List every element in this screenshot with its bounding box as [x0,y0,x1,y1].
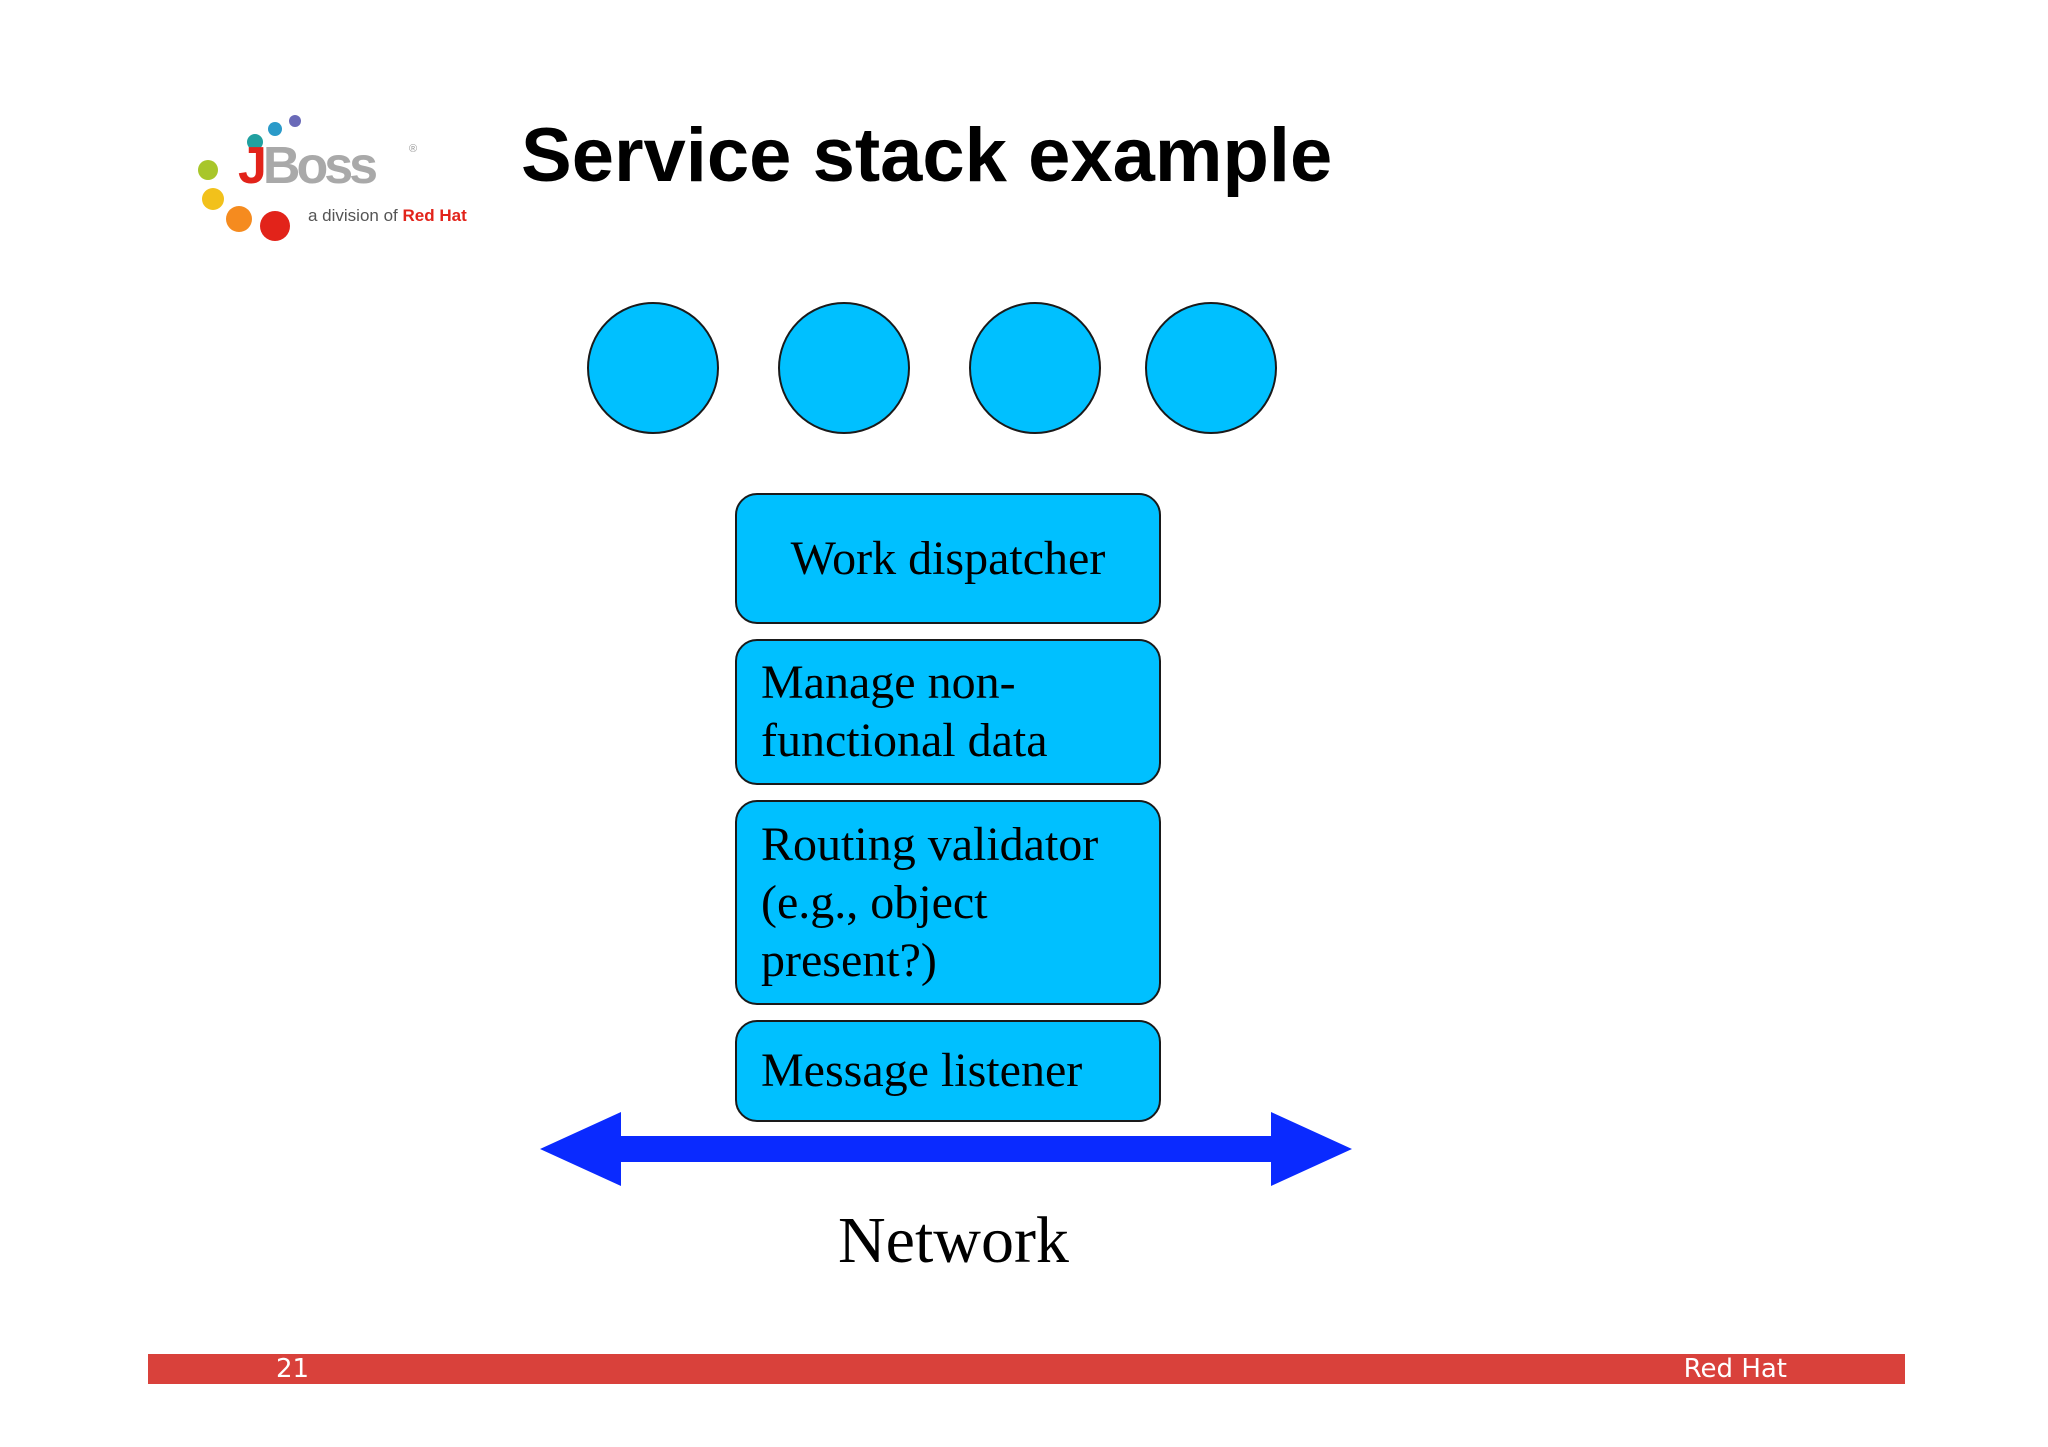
logo-dot [289,115,301,127]
logo-wordmark: JBoss [238,137,378,195]
layer-work-dispatcher: Work dispatcher [735,493,1161,624]
service-node [587,302,719,434]
logo-dot [226,206,252,232]
footer-bar: 21 Red Hat [148,1354,1905,1384]
layer-manage-non-functional-data: Manage non- functional data [735,639,1161,785]
double-arrow-shape [540,1112,1352,1186]
network-label: Network [838,1204,1069,1277]
logo-registered-mark: ® [409,143,418,155]
footer-brand: Red Hat [1683,1354,1787,1384]
slide-title: Service stack example [521,113,1333,198]
layer-message-listener: Message listener [735,1020,1161,1122]
logo-dot [247,134,263,150]
service-node [1145,302,1277,434]
jboss-logo: JBoss ® a division of Red Hat [190,110,490,250]
service-node [969,302,1101,434]
logo-dot [260,211,290,241]
service-node [778,302,910,434]
logo-dot [202,188,224,210]
logo-subtitle: a division of Red Hat [308,206,467,225]
slide-number: 21 [276,1354,310,1384]
logo-dot [268,122,282,136]
layer-routing-validator: Routing validator (e.g., object present?… [735,800,1161,1005]
network-double-arrow [540,1112,1352,1186]
logo-dot [198,160,218,180]
